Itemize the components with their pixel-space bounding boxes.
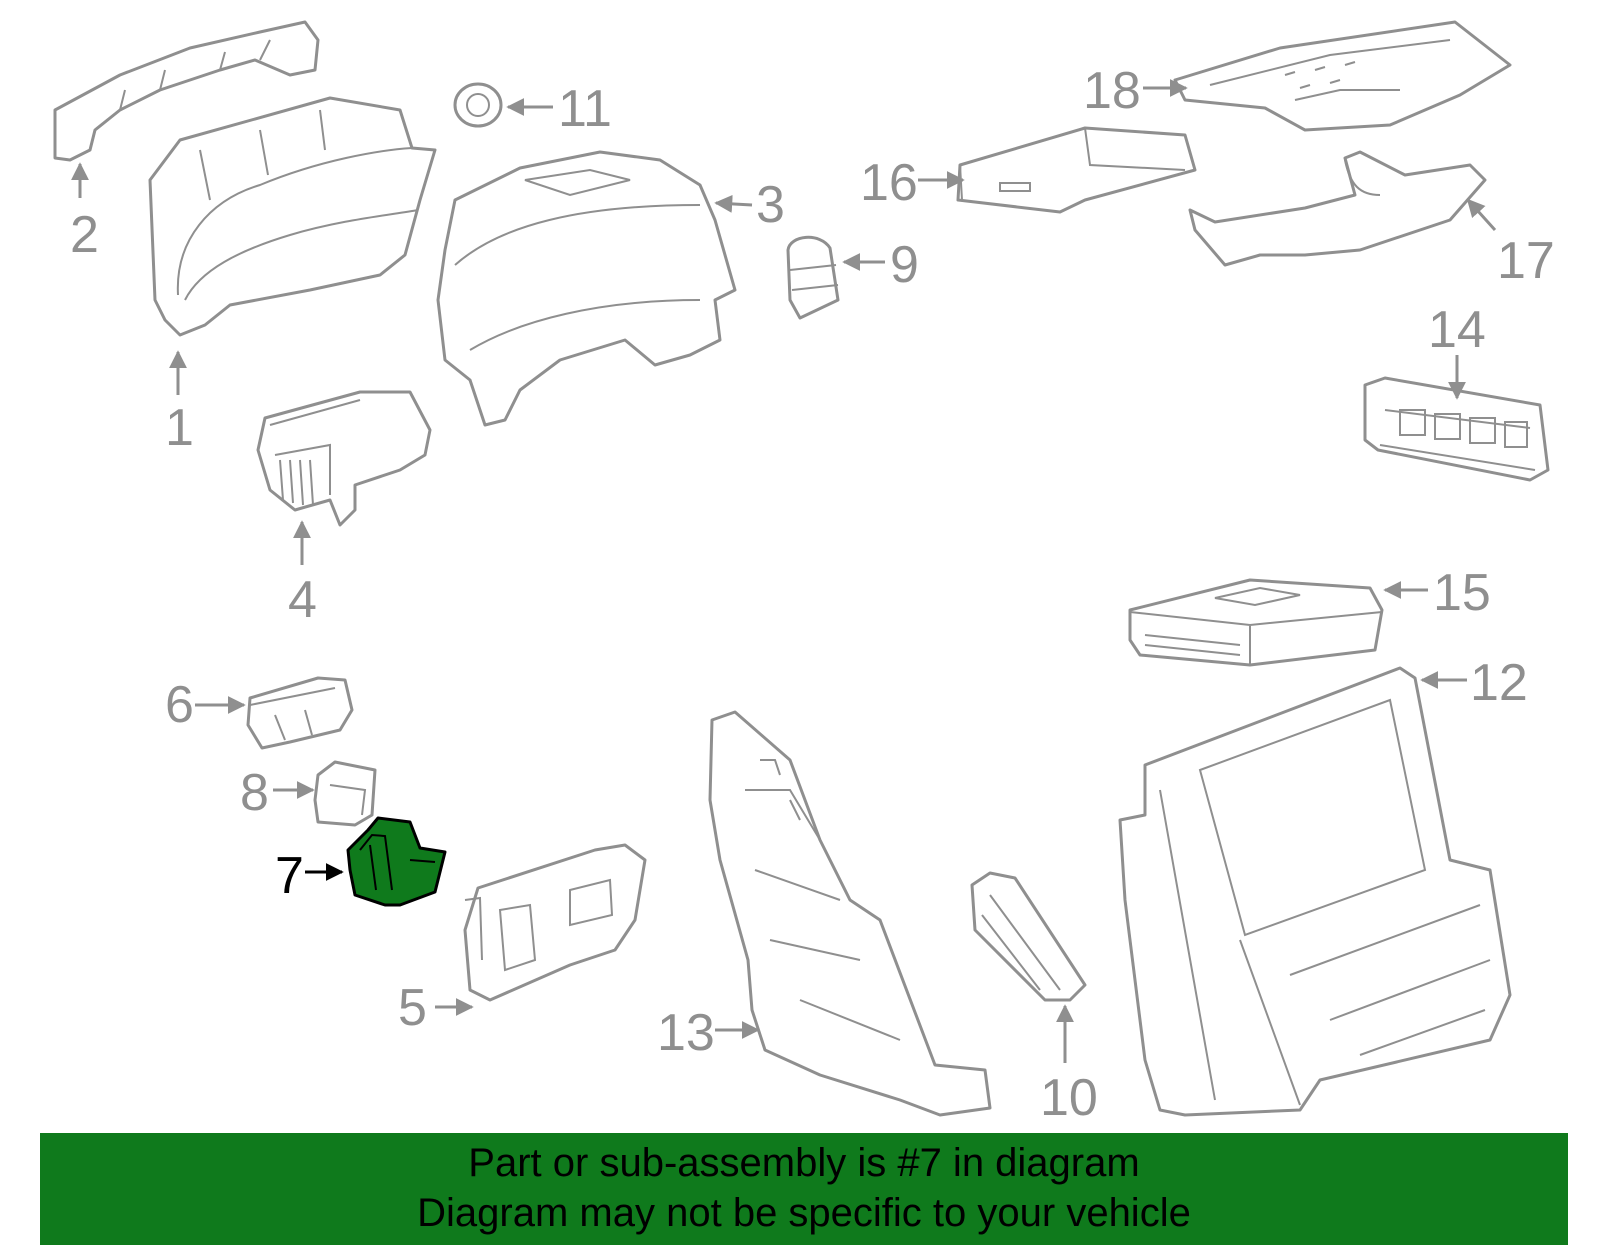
callout-label-17: 17	[1497, 232, 1555, 290]
callout-label-7: 7	[275, 847, 304, 905]
part-16-module	[956, 126, 1197, 214]
callout-label-16: 16	[860, 154, 918, 212]
callout-label-13: 13	[657, 1004, 715, 1062]
part-10-switch-panel	[970, 871, 1087, 1002]
part-2-bracket	[53, 20, 320, 162]
banner-line-disclaimer: Diagram may not be specific to your vehi…	[417, 1191, 1191, 1235]
part-18-tray	[1173, 20, 1512, 132]
part-17-trim	[1188, 150, 1487, 267]
part-8-switch	[313, 760, 377, 827]
callout-label-6: 6	[165, 676, 194, 734]
part-6-switch	[246, 676, 354, 750]
part-7-highlighted-switch	[346, 816, 447, 907]
part-11-grommet	[453, 82, 503, 128]
part-15-module	[1128, 578, 1384, 667]
part-14-switch-assembly	[1363, 376, 1550, 482]
part-9-sensor	[786, 235, 840, 320]
callout-label-12: 12	[1470, 654, 1528, 712]
part-5-bezel	[463, 843, 647, 1002]
callout-label-1: 1	[165, 399, 194, 457]
callout-label-8: 8	[240, 764, 269, 822]
callout-labels: 2 1 3 4 5 6 7 8 9 10 11 12 13 14 15 16 1…	[70, 62, 1555, 1127]
callout-label-5: 5	[398, 979, 427, 1037]
callout-label-11: 11	[558, 80, 612, 138]
callout-label-18: 18	[1083, 62, 1141, 120]
callout-label-15: 15	[1433, 564, 1491, 622]
callout-label-4: 4	[288, 571, 317, 629]
part-4-module	[256, 390, 432, 527]
part-3-cluster-housing	[436, 150, 737, 427]
callout-label-3: 3	[756, 176, 785, 234]
part-1-instrument-cluster	[148, 96, 437, 337]
banner-line-part-info: Part or sub-assembly is #7 in diagram	[468, 1141, 1140, 1185]
callout-label-14: 14	[1428, 301, 1486, 359]
part-13-center-bracket	[708, 710, 992, 1117]
leader-lines	[71, 79, 1497, 1063]
callout-label-9: 9	[890, 236, 919, 294]
part-12-display-unit	[1118, 666, 1512, 1117]
callout-label-10: 10	[1040, 1069, 1098, 1127]
info-banner: Part or sub-assembly is #7 in diagram Di…	[40, 1133, 1568, 1245]
callout-label-2: 2	[70, 206, 99, 264]
